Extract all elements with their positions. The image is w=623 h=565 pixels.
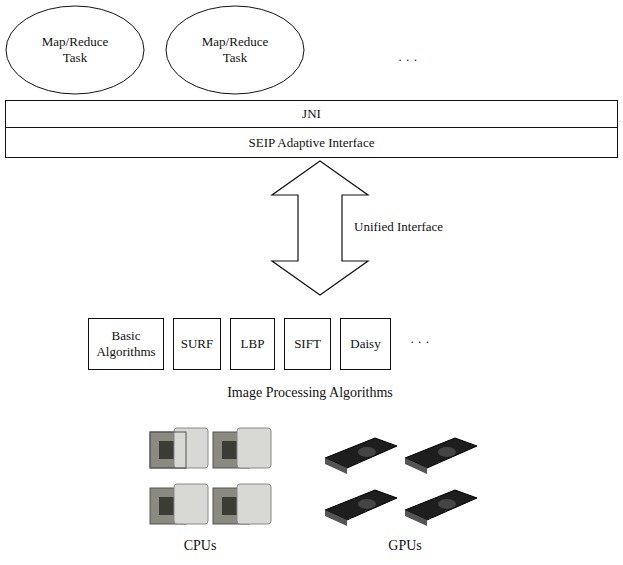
cpu-chips [150,428,271,524]
algorithm-box: Basic Algorithms [88,318,164,370]
algorithm-box: SIFT [284,318,331,370]
algorithm-name: Basic Algorithms [94,328,158,359]
node-label: JNI [302,106,321,122]
cpu-plate [237,484,271,524]
algorithm-name: LBP [241,336,265,352]
gpu-fan [358,447,376,457]
ellipse-shape [6,6,144,94]
task-ellipse: Map/Reduce Task [165,5,305,95]
gpu-edge [325,458,347,474]
node-label: Image Processing Algorithms [227,385,393,402]
algorithm-box: LBP [230,318,275,370]
algorithm-name: Daisy [350,336,380,352]
gpu-edge [405,458,427,474]
cpu-plate [174,428,208,468]
gpu-fan [438,447,456,457]
interface-label: Unified Interface [354,219,443,235]
algorithm-name: SURF [181,336,214,352]
layer-band: JNI [5,100,618,128]
algorithm-group: Image Processing Algorithms Basic Algorit… [70,298,550,408]
task-ellipse: Map/Reduce Task [5,5,145,95]
cpu-plate [174,484,208,524]
layer-band: SEIP Adaptive Interface [5,127,618,158]
algorithm-name: SIFT [294,336,321,352]
ellipsis: · · · [398,52,418,68]
gpu-edge [405,510,427,526]
gpu-edge [325,510,347,526]
node-label: Map/Reduce Task [193,34,277,65]
gpu-fan [358,499,376,509]
algorithm-box: Daisy [340,318,391,370]
algorithm-box: SURF [173,318,221,370]
cpu-outline [150,432,186,468]
ellipsis: · · · [410,334,430,350]
hardware-caption: CPUs [184,538,217,554]
gpu-fan [438,499,456,509]
double-block-arrow [272,161,368,295]
node-label: SEIP Adaptive Interface [249,135,375,151]
ellipse-shape [166,6,304,94]
node-label: Map/Reduce Task [33,34,117,65]
cpu-plate [237,428,271,468]
gpu-cards [325,438,477,526]
hardware-caption: GPUs [388,538,421,554]
